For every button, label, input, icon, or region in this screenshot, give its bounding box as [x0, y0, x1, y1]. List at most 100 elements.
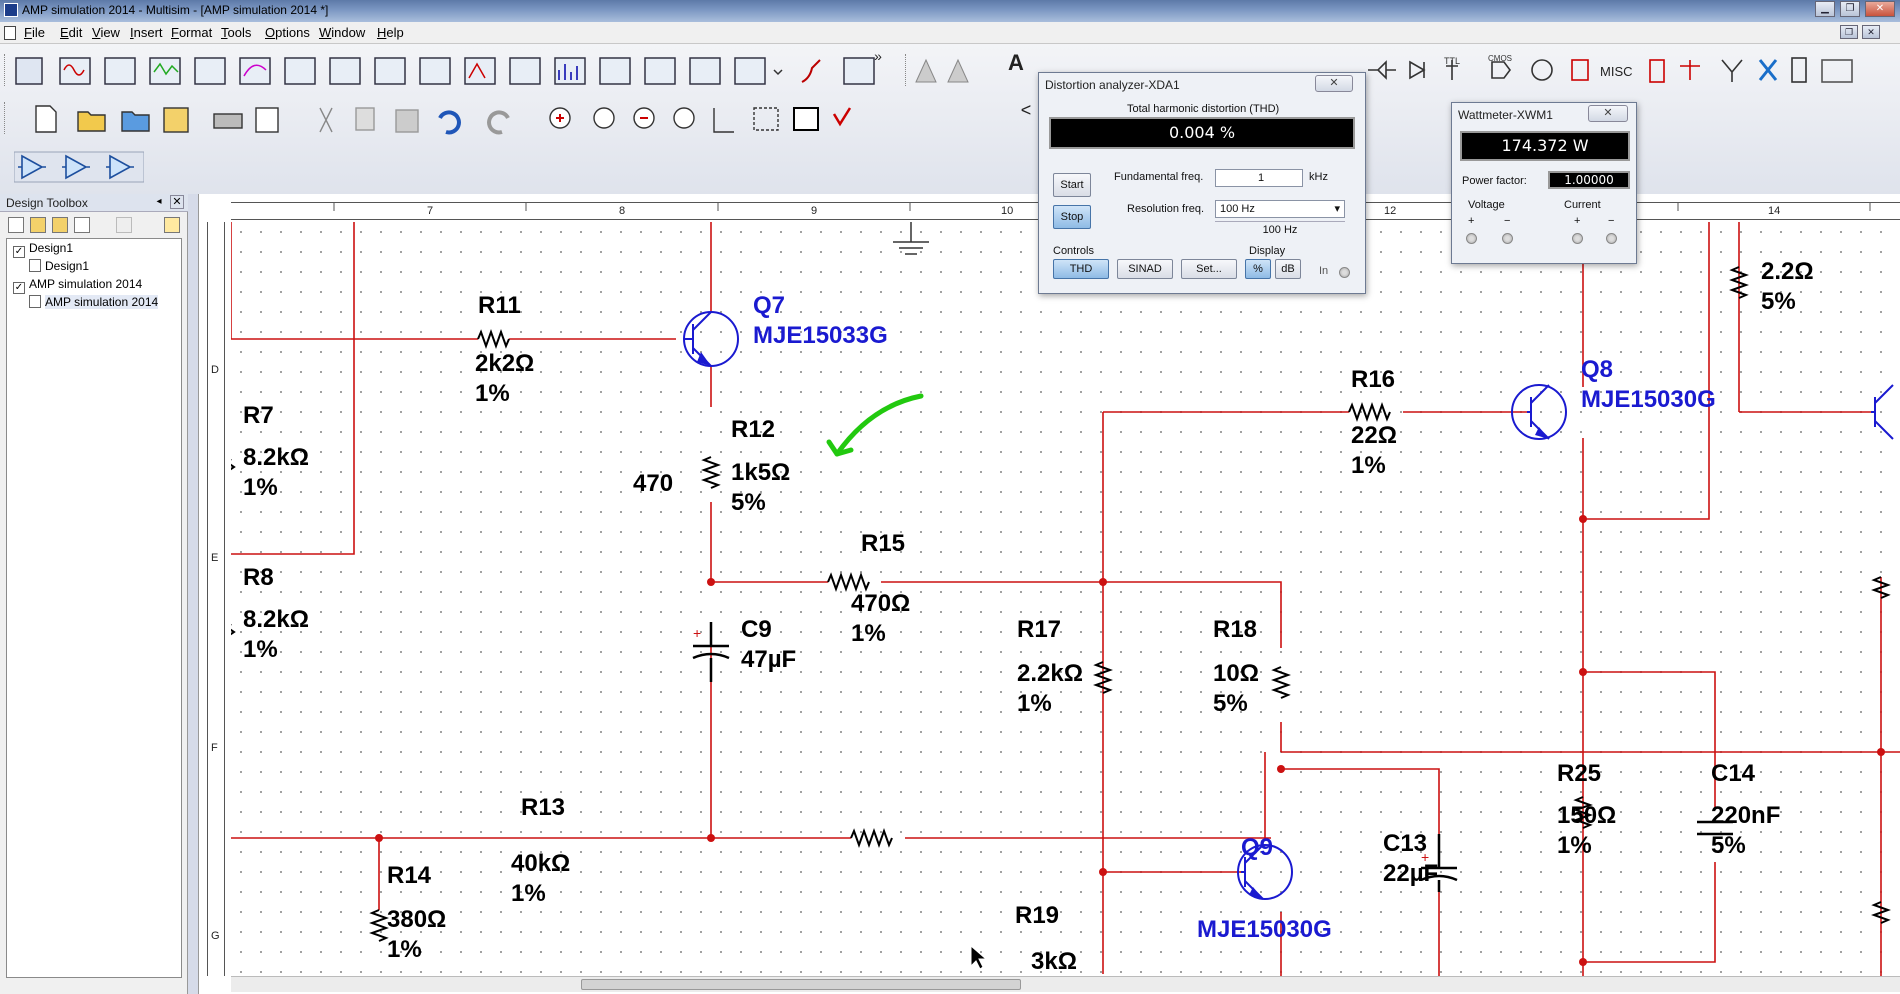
toolbar-grip[interactable]: [4, 54, 8, 86]
checkbox-icon[interactable]: ✓: [13, 246, 25, 258]
r14-value-label[interactable]: 380Ω: [387, 906, 447, 933]
c9-value-label[interactable]: 47µF: [741, 646, 797, 673]
set-button[interactable]: Set...: [1181, 259, 1237, 279]
fundamental-freq-input[interactable]: 1: [1215, 169, 1303, 187]
r18-tol-label[interactable]: 5%: [1213, 690, 1248, 717]
resolution-freq-select[interactable]: 100 Hz ▾: [1215, 200, 1345, 218]
r7-value-label[interactable]: 8.2kΩ: [243, 444, 309, 471]
r18-ref-label[interactable]: R18: [1213, 616, 1258, 643]
c14-tol-label[interactable]: 5%: [1711, 832, 1746, 859]
stop-button[interactable]: Stop: [1053, 205, 1091, 229]
r8-tol-label[interactable]: 1%: [243, 636, 278, 663]
mdi-restore-button[interactable]: ❐: [1840, 25, 1858, 39]
new-design-icon[interactable]: [8, 217, 24, 233]
r17-value-label[interactable]: 2.2kΩ: [1017, 660, 1083, 687]
menu-help[interactable]: Help: [377, 25, 404, 40]
menu-format[interactable]: Format: [171, 25, 213, 40]
horizontal-scrollbar[interactable]: [231, 976, 1900, 992]
r13-ref-label[interactable]: R13: [521, 794, 566, 821]
r7-ref-label[interactable]: R7: [243, 402, 274, 429]
current-plus-terminal-icon[interactable]: [1572, 233, 1583, 244]
checkbox-icon[interactable]: ✓: [13, 282, 25, 294]
c13-value-label[interactable]: 22µF: [1383, 860, 1439, 887]
r16-value-label[interactable]: 22Ω: [1351, 422, 1397, 449]
tree-node-amp[interactable]: ✓AMP simulation 2014: [13, 277, 143, 294]
r8-ref-label[interactable]: R8: [243, 564, 274, 591]
save-design-icon[interactable]: [52, 217, 68, 233]
menu-insert[interactable]: Insert: [130, 25, 163, 40]
chevron-down-icon[interactable]: ▾: [1334, 203, 1340, 215]
r12-tol-label[interactable]: 5%: [731, 489, 766, 516]
r-top-tol-label[interactable]: 5%: [1761, 288, 1796, 315]
r18-value-label[interactable]: 10Ω: [1213, 660, 1259, 687]
menu-edit[interactable]: Edit: [60, 25, 83, 40]
c9-ref-label[interactable]: C9: [741, 616, 772, 643]
minimize-button[interactable]: ▁: [1815, 1, 1835, 17]
r14-ref-label[interactable]: R14: [387, 862, 432, 889]
menu-window[interactable]: Window: [319, 25, 366, 40]
percent-display-button[interactable]: %: [1245, 259, 1271, 279]
voltage-minus-terminal-icon[interactable]: [1502, 233, 1513, 244]
r-top-value-label[interactable]: 2.2Ω: [1761, 258, 1814, 285]
current-minus-terminal-icon[interactable]: [1606, 233, 1617, 244]
c13-ref-label[interactable]: C13: [1383, 830, 1428, 857]
menu-options[interactable]: Options: [265, 25, 310, 40]
tree-node-design1[interactable]: ✓Design1: [13, 241, 74, 258]
r16-tol-label[interactable]: 1%: [1351, 452, 1386, 479]
r17-ref-label[interactable]: R17: [1017, 616, 1062, 643]
open-design-icon[interactable]: [30, 217, 46, 233]
r8-value-label[interactable]: 8.2kΩ: [243, 606, 309, 633]
r14-tol-label[interactable]: 1%: [387, 936, 422, 963]
r19-ref-label[interactable]: R19: [1015, 902, 1060, 929]
q9-ref-label[interactable]: Q9: [1241, 834, 1274, 861]
new-sheet-icon[interactable]: [74, 217, 90, 233]
r16-ref-label[interactable]: R16: [1351, 366, 1396, 393]
toolbar-grip[interactable]: [905, 54, 909, 86]
r11-tol-label[interactable]: 1%: [475, 380, 510, 407]
scrollbar-thumb[interactable]: [581, 979, 1021, 990]
text-tool-icon[interactable]: A: [1008, 50, 1024, 75]
r12-value-label[interactable]: 1k5Ω: [731, 459, 791, 486]
c14-ref-label[interactable]: C14: [1711, 760, 1756, 787]
tree-node-amp-sheet[interactable]: AMP simulation 2014: [29, 295, 159, 313]
thd-mode-button[interactable]: THD: [1053, 259, 1109, 279]
menu-file[interactable]: File: [24, 25, 45, 40]
q8-ref-label[interactable]: Q8: [1581, 356, 1614, 383]
hierarchy-icon[interactable]: [164, 217, 180, 233]
q7-model-label[interactable]: MJE15033G: [753, 322, 888, 349]
maximize-button[interactable]: ❐: [1840, 1, 1860, 17]
r11-value-label[interactable]: 2k2Ω: [475, 350, 535, 377]
r13-value-label[interactable]: 40kΩ: [511, 850, 571, 877]
r13-tol-label[interactable]: 1%: [511, 880, 546, 907]
r12-extra-label[interactable]: 470: [633, 470, 674, 497]
delete-icon[interactable]: [116, 217, 132, 233]
menu-view[interactable]: View: [92, 25, 120, 40]
db-display-button[interactable]: dB: [1275, 259, 1301, 279]
q7-ref-label[interactable]: Q7: [753, 292, 786, 319]
mdi-close-button[interactable]: ✕: [1862, 25, 1880, 39]
toolbox-close-button[interactable]: ✕: [170, 195, 184, 209]
menu-tools[interactable]: Tools: [221, 25, 252, 40]
wattmeter-close-button[interactable]: ✕: [1588, 105, 1628, 122]
toolbar-overflow-icon[interactable]: »: [874, 48, 882, 64]
voltage-plus-terminal-icon[interactable]: [1466, 233, 1477, 244]
start-button[interactable]: Start: [1053, 173, 1091, 197]
r25-value-label[interactable]: 150Ω: [1557, 802, 1617, 829]
tree-node-design1-sheet[interactable]: Design1: [29, 259, 89, 277]
q9-model-label[interactable]: MJE15030G: [1197, 916, 1332, 943]
r11-ref-label[interactable]: R11: [478, 292, 521, 319]
r15-value-label[interactable]: 470Ω: [851, 590, 911, 617]
sinad-mode-button[interactable]: SINAD: [1117, 259, 1173, 279]
distortion-close-button[interactable]: ✕: [1315, 75, 1353, 92]
r12-ref-label[interactable]: R12: [731, 416, 776, 443]
pin-icon[interactable]: ◂: [156, 196, 162, 207]
r7-tol-label[interactable]: 1%: [243, 474, 278, 501]
r19-value-label[interactable]: 3kΩ: [1031, 948, 1077, 975]
input-terminal-icon[interactable]: [1339, 267, 1350, 278]
r25-ref-label[interactable]: R25: [1557, 760, 1602, 787]
r17-tol-label[interactable]: 1%: [1017, 690, 1052, 717]
r15-ref-label[interactable]: R15: [861, 530, 906, 557]
r25-tol-label[interactable]: 1%: [1557, 832, 1592, 859]
close-window-button[interactable]: ✕: [1865, 1, 1895, 17]
schematic-canvas[interactable]: + +: [231, 222, 1900, 976]
